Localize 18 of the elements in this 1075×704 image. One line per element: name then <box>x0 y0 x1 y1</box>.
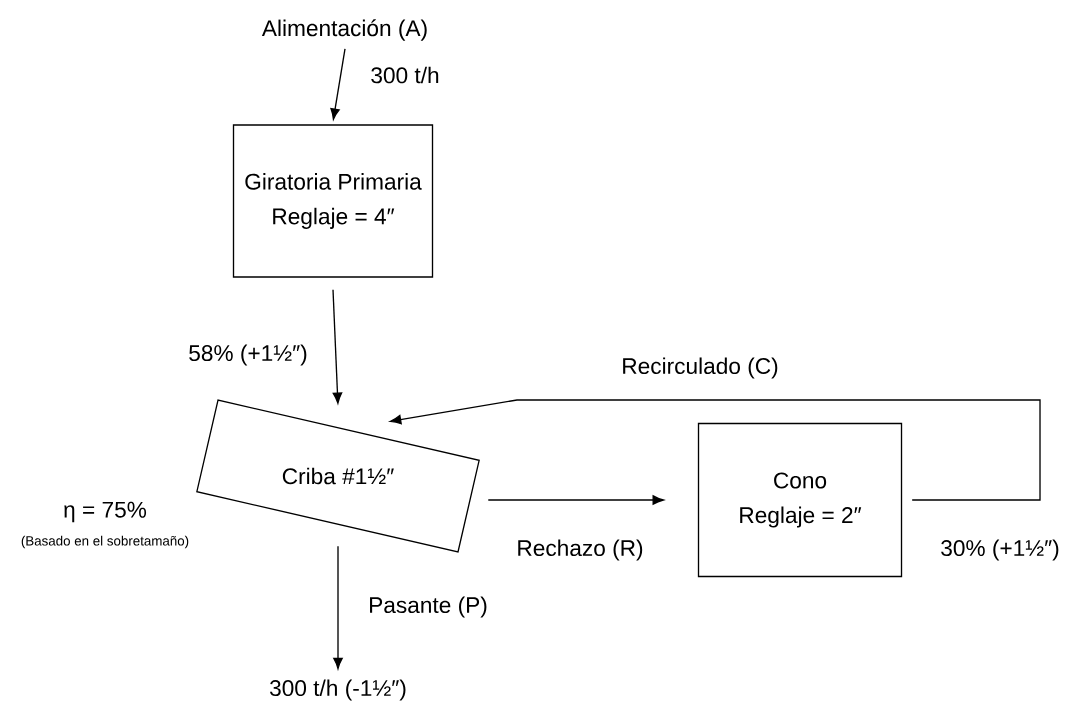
edge-label: Pasante (P) <box>366 595 490 619</box>
arrow <box>333 545 343 670</box>
note-text: η = 75% <box>64 501 147 523</box>
arrow <box>389 399 1041 501</box>
flow-label: Alimentación (A) <box>261 19 427 41</box>
arrow <box>487 495 664 505</box>
edge-label: 58% (+1½″) <box>186 343 310 367</box>
crusher-box: Giratoria Primaria Reglaje = 4″ <box>232 124 434 278</box>
flow-label: 300 t/h (-1½″) <box>269 679 406 701</box>
crusher-box: Cono Reglaje = 2″ <box>697 422 903 578</box>
edge-label: Recirculado (C) <box>619 356 781 380</box>
arrow <box>330 48 346 120</box>
note-text: (Basado en el sobretamaño) <box>21 535 189 549</box>
flow-label: 30% (+1½″) <box>941 539 1059 561</box>
edge-label: 300 t/h <box>369 65 441 85</box>
screen-box: Criba #1½″ <box>196 399 480 553</box>
edge-label: Rechazo (R) <box>515 538 645 562</box>
arrow <box>332 289 343 404</box>
